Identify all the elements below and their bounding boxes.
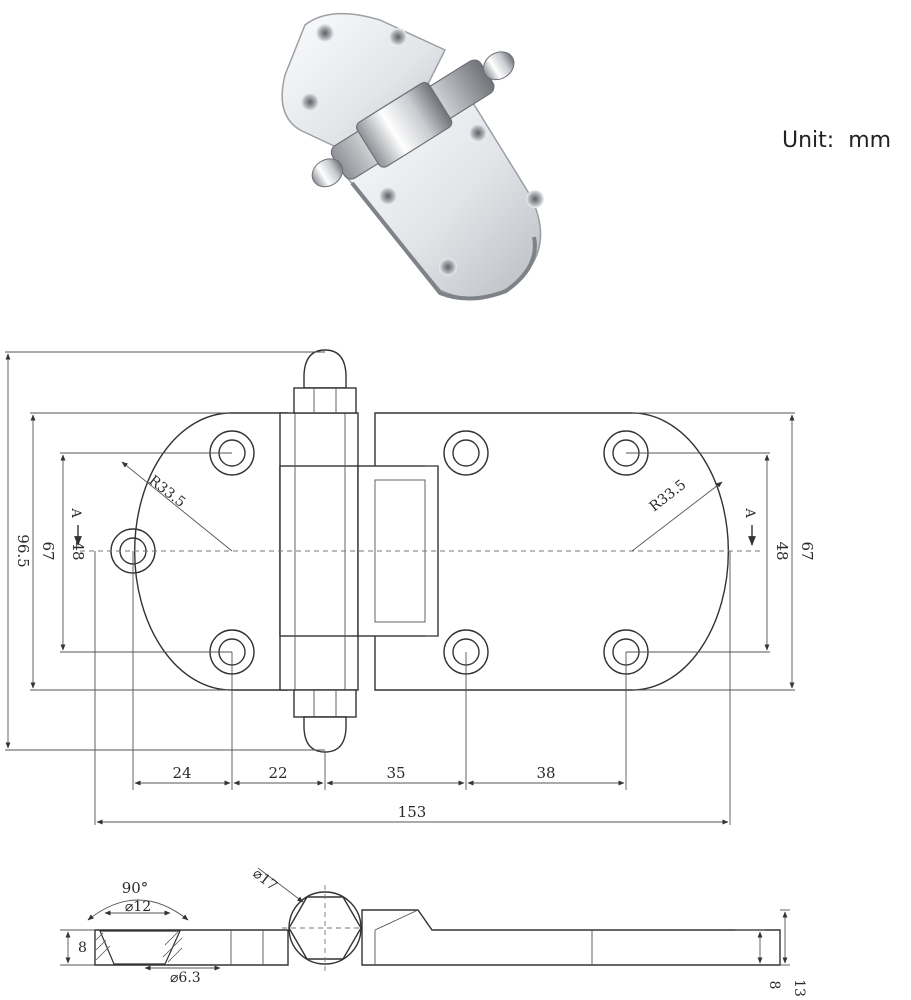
dim-spacing-1: 24 — [172, 764, 191, 782]
top-view: 96.5 67 48 48 67 A A R33.5 R33.5 24 22 3… — [5, 349, 816, 825]
countersink-angle-label: 90° — [122, 879, 149, 897]
thickness-left-label: 8 — [78, 940, 87, 956]
unit-label: Unit:mm — [782, 128, 892, 153]
photo-holes — [301, 24, 544, 276]
dim-hole-spacing-right: 48 — [773, 541, 791, 560]
section-mark-right: A — [742, 507, 757, 518]
dim-spacing-4: 38 — [536, 764, 555, 782]
countersink-dia-label: ⌀12 — [125, 899, 151, 915]
thickness-right-label: 8 — [766, 981, 782, 990]
dim-hole-spacing-left: 48 — [69, 541, 87, 560]
dim-spacing-3: 35 — [386, 764, 405, 782]
hole-dia-label: ⌀6.3 — [170, 970, 201, 986]
dim-spacing-2: 22 — [268, 764, 287, 782]
section-mark-left: A — [68, 507, 83, 518]
dim-overall-height: 96.5 — [14, 534, 32, 567]
total-height-label: 13 — [791, 979, 807, 997]
dim-plate-height-left: 67 — [39, 541, 57, 560]
dim-overall-width: 153 — [398, 803, 427, 821]
left-plate-outline — [134, 412, 288, 691]
knuckle-dia-label: ⌀17 — [250, 866, 281, 895]
side-view: 90° ⌀12 8 ⌀6.3 ⌀17 8 13 — [60, 866, 807, 997]
right-plate-outline — [374, 412, 729, 691]
hinge-product-photo — [281, 12, 544, 301]
dim-plate-height-right: 67 — [798, 541, 816, 560]
